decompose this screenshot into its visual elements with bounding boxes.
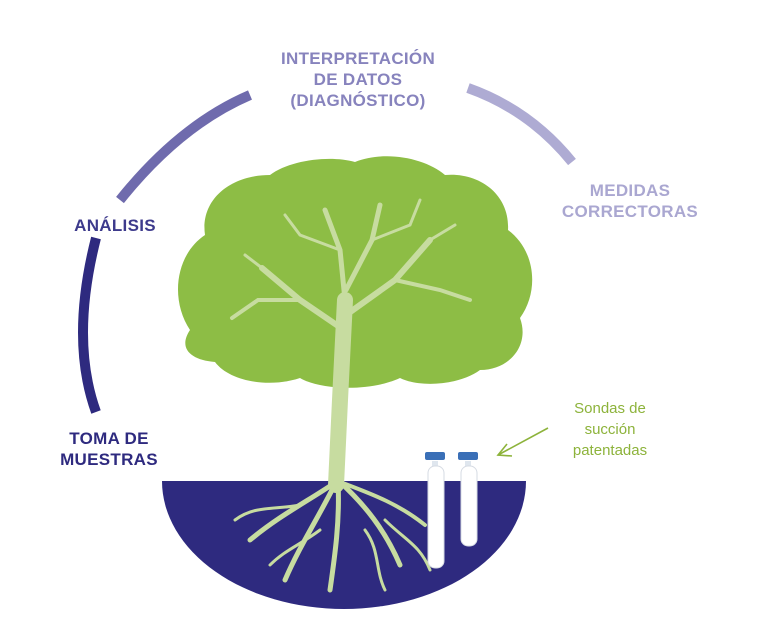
callout-line: patentadas [572,442,648,459]
cycle-arc-analisis [116,90,252,204]
suction-probe-2 [458,452,478,547]
stage-label-medidas-correctoras: MEDIDAS CORRECTORAS [550,180,710,222]
stage-line: CORRECTORAS [561,202,699,221]
stage-label-interpretacion: INTERPRETACIÓN DE DATOS (DIAGNÓSTICO) [248,48,468,111]
stage-line: DE DATOS [313,70,403,89]
stage-label-toma-de-muestras: TOMA DE MUESTRAS [44,428,174,470]
stage-line: MUESTRAS [60,450,158,469]
stage-label-analisis: ANÁLISIS [50,215,180,236]
cycle-arc-toma [78,236,101,414]
callout-line: succión [584,421,636,438]
tree-trunk [230,198,472,493]
callout-line: Sondas de [574,400,646,417]
probe-callout-arrow [496,427,549,457]
tree-roots [233,479,432,593]
probe-callout-label: Sondas de succión patentadas [540,398,680,461]
stage-line: ANÁLISIS [74,216,156,235]
stage-line: MEDIDAS [589,181,671,200]
cycle-arc-interpretacion [466,83,576,166]
stage-line: TOMA DE [69,429,149,448]
stage-line: INTERPRETACIÓN [280,49,436,68]
suction-probe-1 [425,452,445,569]
stage-line: (DIAGNÓSTICO) [290,91,426,110]
